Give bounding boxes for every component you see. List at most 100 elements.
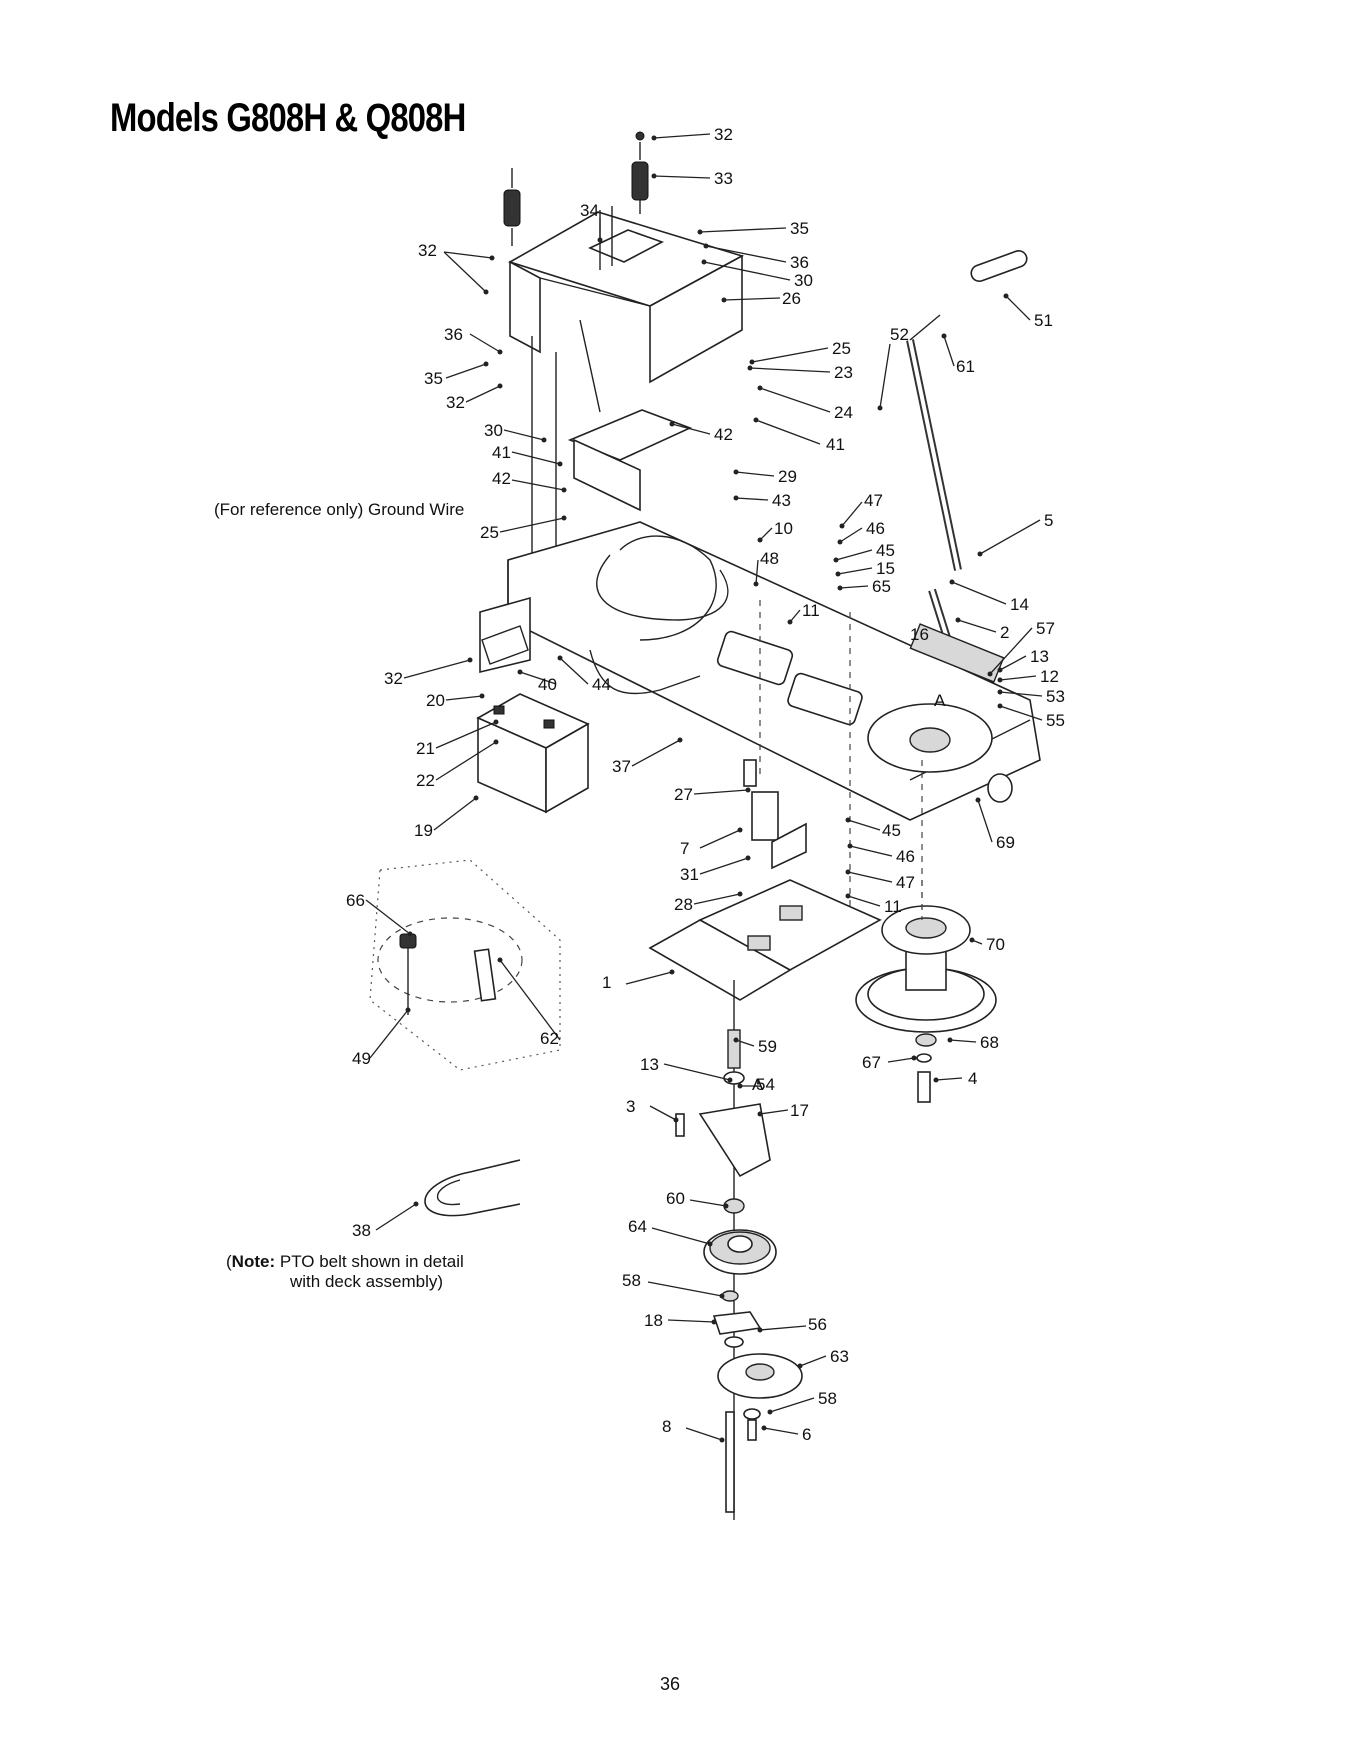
leader-arrowhead [405, 1007, 411, 1013]
leader-line [693, 893, 741, 905]
callout-label: 46 [866, 519, 885, 538]
leader-line [999, 675, 1037, 681]
leader-line [631, 739, 681, 767]
leader-arrowhead [557, 461, 563, 467]
callout-label: 16 [910, 625, 929, 644]
callout-label: 62 [540, 1029, 559, 1048]
pto-spindle [675, 980, 803, 1520]
leader-arrowhead [541, 437, 547, 443]
callout-label: 47 [896, 873, 915, 892]
callout-label: 32 [384, 669, 403, 688]
leader-line [469, 333, 501, 353]
ground-wire-reference-note: (For reference only) Ground Wire [214, 500, 465, 519]
deck-detail [369, 859, 561, 1071]
leader-arrowhead [719, 1437, 725, 1443]
callout-label: 35 [790, 219, 809, 238]
callout-label: 58 [818, 1389, 837, 1408]
leader-line [699, 829, 741, 849]
callout-label: 32 [418, 241, 437, 260]
callout-label: 35 [424, 369, 443, 388]
leader-line [365, 899, 411, 935]
leader-line [689, 1199, 727, 1207]
leader-arrowhead [707, 1241, 713, 1247]
callout-label: 66 [346, 891, 365, 910]
leader-line [847, 871, 893, 883]
callout-label: 55 [1046, 711, 1065, 730]
leader-arrowhead [673, 1117, 679, 1123]
leader-line [935, 1077, 963, 1081]
leader-line [751, 347, 829, 363]
callout-label: 12 [1040, 667, 1059, 686]
leader-arrowhead [727, 1077, 733, 1083]
leader-arrowhead [467, 657, 473, 663]
main-frame [479, 521, 1041, 821]
callout-label: 5 [1044, 511, 1053, 530]
leader-line [735, 471, 775, 477]
leader-line [759, 1325, 807, 1331]
callout-label: 45 [876, 541, 895, 560]
leader-line [943, 335, 955, 367]
callout-label: 19 [414, 821, 433, 840]
leader-arrowhead [787, 619, 793, 625]
leader-line [839, 527, 863, 543]
leader-arrowhead [833, 557, 839, 563]
callout-label: 47 [864, 491, 883, 510]
leader-arrowhead [697, 229, 703, 235]
leader-arrowhead [493, 719, 499, 725]
leader-line [847, 895, 881, 907]
leader-line [755, 559, 759, 585]
callout-label: 26 [782, 289, 801, 308]
leader-arrowhead [949, 579, 955, 585]
leader-arrowhead [651, 135, 657, 141]
pto-belt-note: (Note: PTO belt shown in detail with dec… [226, 1252, 464, 1291]
callout-label: 53 [1046, 687, 1065, 706]
leader-arrowhead [845, 869, 851, 875]
leader-arrowhead [941, 333, 947, 339]
callout-label: 36 [790, 253, 809, 272]
callout-label: 22 [416, 771, 435, 790]
callout-label: 34 [580, 201, 599, 220]
leader-arrowhead [977, 551, 983, 557]
leader-arrowhead [733, 495, 739, 501]
callout-label: 14 [1010, 595, 1029, 614]
leader-arrowhead [669, 969, 675, 975]
leader-line [703, 261, 791, 281]
callout-label: 30 [484, 421, 503, 440]
leader-arrowhead [757, 537, 763, 543]
leader-line [693, 789, 749, 795]
callout-label: 2 [1000, 623, 1009, 642]
leader-arrowhead [489, 255, 495, 261]
callout-label: 29 [778, 467, 797, 486]
leader-line [667, 1319, 715, 1323]
leader-arrowhead [837, 585, 843, 591]
pto-note-label: Note: [231, 1252, 276, 1271]
leader-line [879, 343, 891, 409]
leader-arrowhead [733, 469, 739, 475]
leader-line [999, 655, 1027, 671]
leader-arrowhead [701, 259, 707, 265]
leader-arrowhead [911, 1055, 917, 1061]
callout-label: 41 [492, 443, 511, 462]
leader-arrowhead [677, 737, 683, 743]
leader-line [847, 819, 881, 831]
engine-pulley [855, 905, 997, 1103]
leader-arrowhead [753, 417, 759, 423]
leader-line [989, 627, 1033, 675]
leader-arrowhead [703, 243, 709, 249]
leader-line [763, 1427, 799, 1435]
leader-line [699, 227, 787, 233]
callout-label: 70 [986, 935, 1005, 954]
leader-arrowhead [669, 421, 675, 427]
pto-bracket-plate [648, 759, 882, 1001]
callout-label: 25 [480, 523, 499, 542]
leader-line [735, 497, 769, 501]
leader-line [663, 1063, 731, 1081]
leader-line [647, 1281, 723, 1297]
leader-arrowhead [1003, 293, 1009, 299]
leader-arrowhead [733, 1037, 739, 1043]
callout-label: 32 [446, 393, 465, 412]
leader-line [735, 1039, 755, 1047]
leader-line [649, 1105, 677, 1121]
leader-arrowhead [517, 669, 523, 675]
